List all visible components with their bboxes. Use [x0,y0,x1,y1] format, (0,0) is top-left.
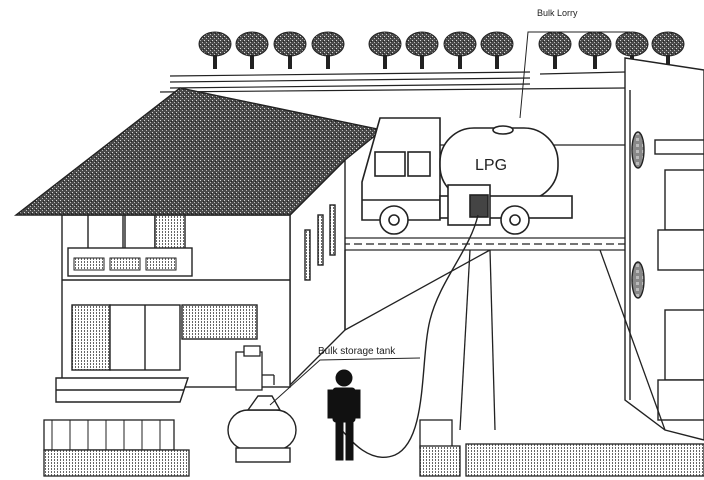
tree [235,31,269,69]
back-fence [159,71,626,93]
callout-lines [269,31,630,406]
meter-box [235,345,275,391]
right-building [624,57,704,441]
tree [198,31,232,69]
house [55,158,346,403]
front-wall-posts [51,420,161,450]
delivery-person [327,369,361,461]
tree [405,31,439,69]
house-roof [13,87,384,216]
tree-row [198,31,685,69]
delivery-hose [339,214,479,458]
lpg-label: LPG [475,157,507,174]
bulk-storage-tank-label: Bulk storage tank [318,346,396,357]
bulk-storage-tank [227,395,297,463]
tree [651,31,685,69]
tree [273,31,307,69]
tree [578,31,612,69]
front-wall [43,419,704,477]
bulk-lorry-label: Bulk Lorry [537,8,578,18]
tree [443,31,477,69]
tree [368,31,402,69]
tree [538,31,572,69]
driveway [344,249,666,431]
tree [311,31,345,69]
bulk-lorry [361,117,573,235]
tree [480,31,514,69]
